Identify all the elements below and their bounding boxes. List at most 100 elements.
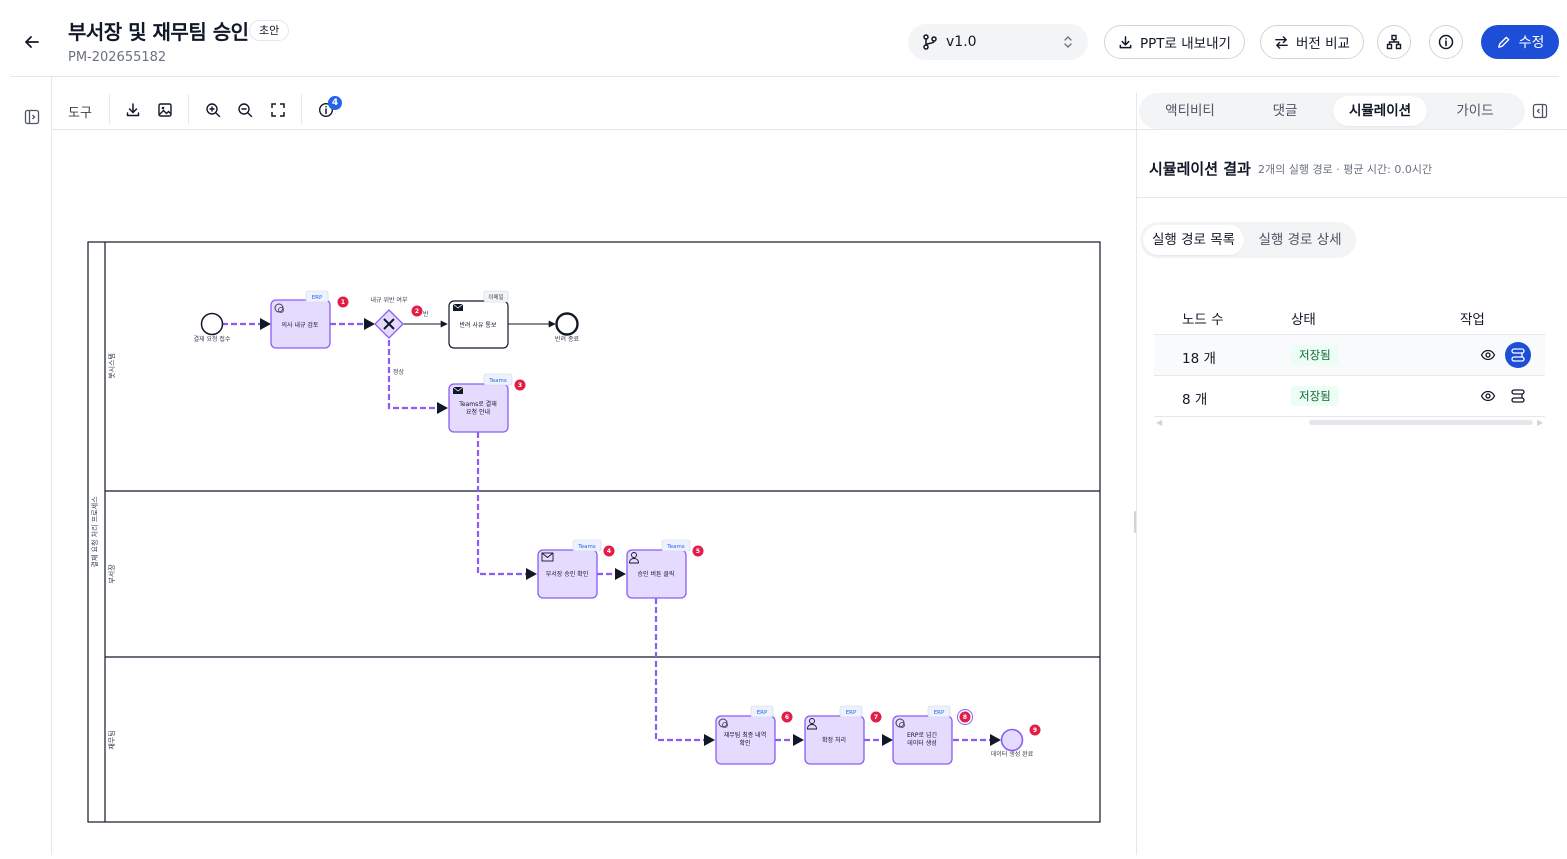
highlight-path-button[interactable] [1505,342,1531,368]
table-scrollbar[interactable]: ◀ ▶ [1154,418,1545,427]
version-select[interactable]: v1.0 [908,24,1088,60]
panel-resize-handle[interactable] [1134,511,1137,533]
flow-path [387,340,437,410]
task-settle[interactable]: ERP 확정 처리 [804,705,865,765]
info-icon [1438,34,1454,50]
flow-arrow [990,734,1001,746]
scroll-left-icon: ◀ [1156,418,1163,427]
end-event-label: 반려 종료 [555,335,579,343]
info-icon [318,102,334,118]
step-badge: 5 [692,545,704,557]
flow-path [476,432,526,576]
system-tag: 이메일 [488,293,503,301]
view-path-button[interactable] [1479,346,1497,364]
flow-arrow [437,402,448,414]
column-header: 상태 [1291,312,1316,328]
end-event-label: 데이터 생성 완료 [991,750,1034,758]
compare-version-button[interactable]: 버전 비교 [1260,25,1364,59]
zoom-in-button[interactable] [203,100,223,120]
task-review[interactable]: ERP 의사 내규 검토 [270,290,331,349]
task-teams-notify[interactable]: Teams Teams로 결재 요청 안내 [448,373,513,433]
bpmn-canvas[interactable]: 결재 요청 처리 프로세스 봇시스템 부서장 재무팀 [52,130,1136,855]
exclusive-gateway[interactable]: 내규 위반 여부 [371,296,408,339]
toolbar-label: 도구 [68,106,92,121]
envelope-icon [452,386,464,394]
panel-right-icon [1532,103,1548,119]
image-icon [158,103,172,117]
svg-text:6: 6 [785,714,789,721]
panel-divider [1137,129,1567,130]
task-finance-check[interactable]: ERP 재무팀 최종 내역 확인 [715,705,776,765]
flow-path [654,598,704,742]
gateway-branch-label: 정상 [393,368,405,376]
tab-guide[interactable]: 가이드 [1456,103,1494,119]
arrow-left-icon [25,36,39,48]
task-label: 확정 처리 [822,736,846,744]
table-row[interactable]: 8 개 저장됨 [1154,376,1545,417]
download-button[interactable] [123,100,143,120]
task-label-line: ERP로 넘긴 [907,731,937,739]
svg-text:2: 2 [415,308,419,315]
flow-arrow [260,318,271,330]
task-manager-check[interactable]: Teams 부서장 승인 확인 [537,539,602,599]
gear-icon [274,303,284,313]
left-rail [0,77,52,855]
task-reject-notice[interactable]: 이메일 반려 사유 통보 [448,290,509,349]
back-button[interactable] [20,30,44,54]
table-row[interactable]: 18 개 저장됨 [1154,335,1545,376]
end-event[interactable]: 데이터 생성 완료 [991,728,1034,759]
export-ppt-button[interactable]: PPT로 내보내기 [1104,25,1245,59]
swap-arrows-icon [1275,35,1288,49]
export-image-button[interactable] [155,100,175,120]
envelope-outline-icon [541,552,554,562]
sidebar-toggle-button[interactable] [22,107,42,127]
section-divider [1137,197,1567,198]
step-badge: 1 [337,296,349,308]
task-erp-data[interactable]: ERP ERP로 넘긴 데이터 생성 [892,705,953,765]
pencil-icon [1497,36,1509,48]
system-tag: Teams [666,544,685,550]
scrollbar-thumb[interactable] [1309,420,1533,425]
process-map-button[interactable] [1377,25,1411,59]
eye-icon [1480,349,1496,361]
toolbar-separator [188,94,189,124]
tab-comments[interactable]: 댓글 [1272,103,1298,119]
diagram-info-button[interactable] [316,100,336,120]
task-label-line: 데이터 생성 [907,739,937,747]
edit-button[interactable]: 수정 [1481,25,1559,59]
status-badge: 초안 [249,20,290,41]
system-tag: ERP [846,710,857,716]
tab-simulation[interactable]: 시뮬레이션 [1333,96,1427,126]
system-tag: ERP [757,710,768,716]
svg-text:1: 1 [341,299,345,306]
subtab-path-detail[interactable]: 실행 경로 상세 [1258,232,1342,248]
user-icon [629,552,639,564]
svg-text:3: 3 [518,382,522,389]
tab-activity[interactable]: 액티비티 [1165,103,1215,119]
flow-arrow [704,734,715,746]
subtab-path-list[interactable]: 실행 경로 목록 [1143,225,1244,255]
svg-text:9: 9 [1033,727,1037,734]
task-label: 의사 내규 검토 [282,321,319,329]
panel-collapse-button[interactable] [1530,101,1550,121]
end-event-reject[interactable]: 반려 종료 [555,312,579,344]
gateway-label: 내규 위반 여부 [371,296,408,304]
view-path-button[interactable] [1479,387,1497,405]
fit-screen-button[interactable] [268,100,288,120]
download-icon [1119,35,1132,48]
lane-label: 봇시스템 [108,353,116,379]
zoom-out-button[interactable] [235,100,255,120]
node-count: 18 개 [1182,351,1216,367]
pool-label: 결재 요청 처리 프로세스 [90,496,99,568]
gear-icon [718,718,728,728]
info-button[interactable] [1429,25,1463,59]
branch-icon [923,34,937,50]
flow-arrow [526,568,537,580]
download-icon [126,103,140,117]
task-approve-click[interactable]: Teams 승인 버튼 클릭 [626,539,691,599]
start-event[interactable]: 결재 요청 접수 [194,312,231,344]
column-header: 작업 [1460,312,1485,328]
simulation-title: 시뮬레이션 결과 [1149,160,1251,178]
highlight-path-button[interactable] [1505,383,1531,409]
task-label: 반려 사유 통보 [460,321,497,329]
